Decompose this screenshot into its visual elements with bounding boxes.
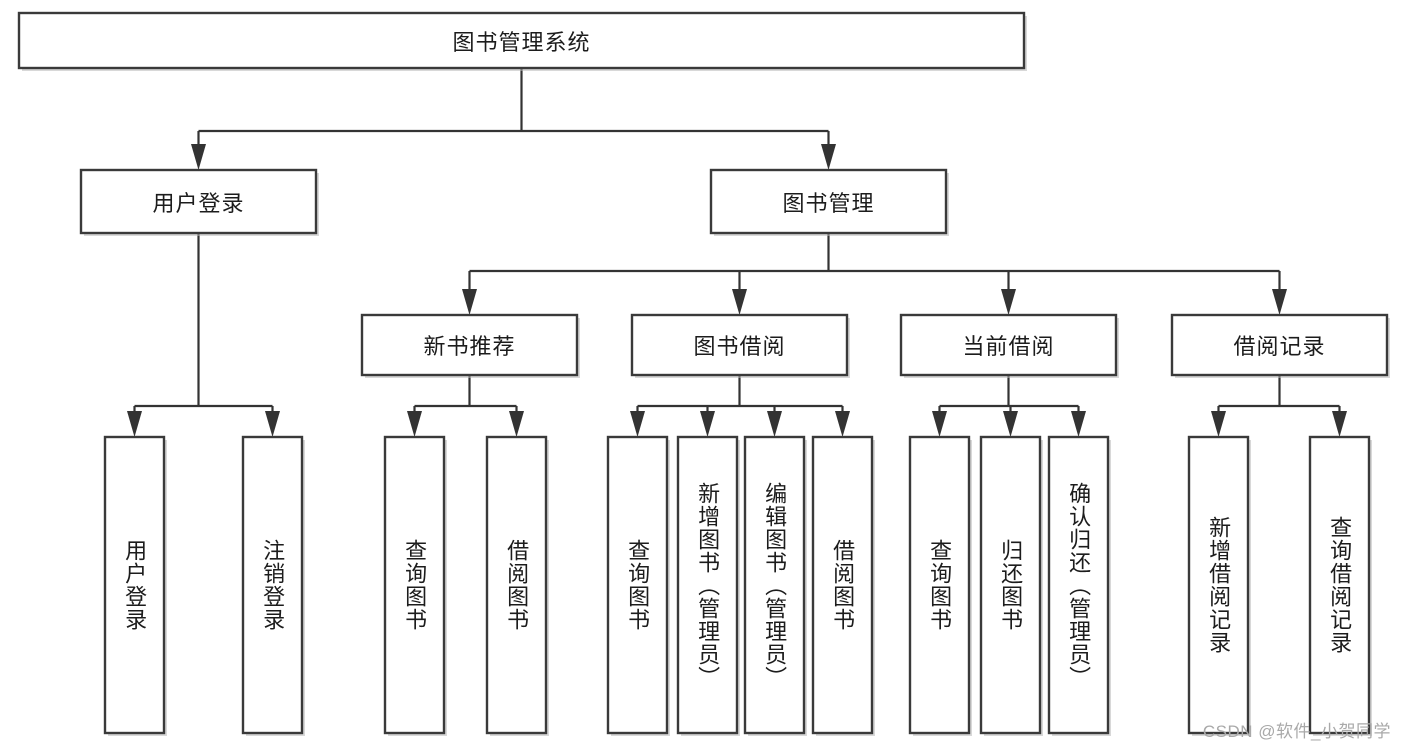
- arrow-head-icon: [932, 411, 947, 437]
- node-box-cur-query[interactable]: [908, 435, 971, 735]
- arrow-head-icon: [1071, 411, 1086, 437]
- arrow-head-icon: [835, 411, 850, 437]
- nodes-layer: [17, 11, 1390, 736]
- node-rec-query2[interactable]: [1308, 435, 1372, 736]
- node-borrow-lend[interactable]: [811, 435, 875, 736]
- node-box-borrow-lend[interactable]: [811, 435, 874, 735]
- node-book-manage[interactable]: [709, 168, 949, 236]
- arrow-head-icon: [1272, 289, 1287, 315]
- arrow-head-icon: [1332, 411, 1347, 437]
- arrow-head-icon: [767, 411, 782, 437]
- node-box-current-borrow[interactable]: [899, 313, 1118, 377]
- arrow-head-icon: [630, 411, 645, 437]
- edges-layer: [127, 68, 1347, 437]
- node-borrow-edit[interactable]: [743, 435, 807, 736]
- node-user-login[interactable]: [79, 168, 319, 236]
- node-box-rec-borrow[interactable]: [485, 435, 548, 735]
- node-box-book-manage[interactable]: [709, 168, 948, 235]
- arrow-head-icon: [821, 144, 836, 170]
- arrow-head-icon: [462, 289, 477, 315]
- node-leaf-login[interactable]: [103, 435, 167, 736]
- node-box-leaf-login[interactable]: [103, 435, 166, 735]
- node-box-rec-add[interactable]: [1187, 435, 1250, 735]
- arrow-head-icon: [1003, 411, 1018, 437]
- edge-group-book-manage: [462, 233, 1287, 315]
- node-borrow-add[interactable]: [676, 435, 740, 736]
- arrow-head-icon: [1211, 411, 1226, 437]
- node-box-borrow-query[interactable]: [606, 435, 669, 735]
- node-cur-confirm[interactable]: [1047, 435, 1111, 736]
- node-root[interactable]: [17, 11, 1027, 71]
- node-box-root[interactable]: [17, 11, 1026, 70]
- node-box-cur-return[interactable]: [979, 435, 1042, 735]
- node-rec-borrow[interactable]: [485, 435, 549, 736]
- node-box-leaf-logout[interactable]: [241, 435, 304, 735]
- node-borrow-query[interactable]: [606, 435, 670, 736]
- arrow-head-icon: [732, 289, 747, 315]
- node-cur-return[interactable]: [979, 435, 1043, 736]
- node-leaf-logout[interactable]: [241, 435, 305, 736]
- node-current-borrow[interactable]: [899, 313, 1119, 378]
- edge-group-root: [191, 68, 836, 170]
- arrow-head-icon: [509, 411, 524, 437]
- edge-group-borrow-record: [1211, 375, 1347, 437]
- node-book-borrow[interactable]: [630, 313, 850, 378]
- node-box-book-borrow[interactable]: [630, 313, 849, 377]
- arrow-head-icon: [265, 411, 280, 437]
- node-cur-query[interactable]: [908, 435, 972, 736]
- arrow-head-icon: [700, 411, 715, 437]
- edge-group-book-borrow: [630, 375, 850, 437]
- arrow-head-icon: [191, 144, 206, 170]
- node-rec-query[interactable]: [383, 435, 447, 736]
- node-new-book-rec[interactable]: [360, 313, 580, 378]
- node-borrow-record[interactable]: [1170, 313, 1390, 378]
- arrow-head-icon: [1001, 289, 1016, 315]
- node-box-new-book-rec[interactable]: [360, 313, 579, 377]
- edge-group-user-login: [127, 233, 280, 437]
- node-rec-add[interactable]: [1187, 435, 1251, 736]
- node-box-borrow-record[interactable]: [1170, 313, 1389, 377]
- arrow-head-icon: [407, 411, 422, 437]
- node-box-cur-confirm[interactable]: [1047, 435, 1110, 735]
- node-box-user-login[interactable]: [79, 168, 318, 235]
- edge-group-new-book-rec: [407, 375, 524, 437]
- node-box-borrow-add[interactable]: [676, 435, 739, 735]
- node-box-rec-query[interactable]: [383, 435, 446, 735]
- node-box-rec-query2[interactable]: [1308, 435, 1371, 735]
- arrow-head-icon: [127, 411, 142, 437]
- node-box-borrow-edit[interactable]: [743, 435, 806, 735]
- edge-group-current-borrow: [932, 375, 1086, 437]
